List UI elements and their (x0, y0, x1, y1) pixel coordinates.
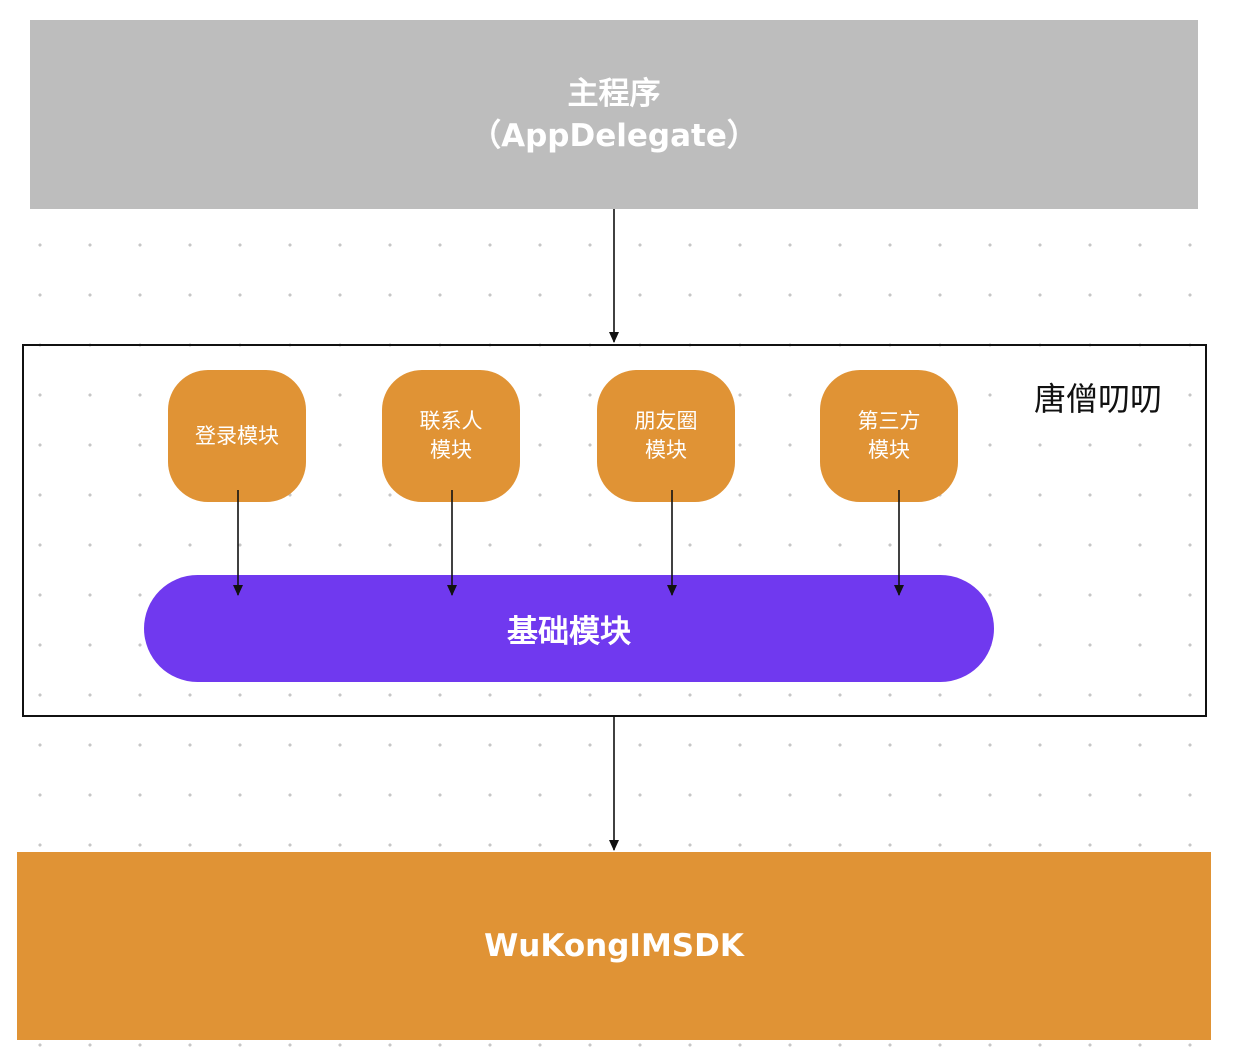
module-thirdparty: 第三方 模块 (820, 370, 958, 502)
module-contacts: 联系人 模块 (382, 370, 520, 502)
base-module: 基础模块 (144, 575, 994, 682)
main-program-title: 主程序 (567, 75, 661, 112)
module-moments-label-2: 模块 (645, 438, 687, 462)
module-moments: 朋友圈 模块 (597, 370, 735, 502)
module-contacts-label-2: 模块 (430, 438, 472, 462)
main-program-subtitle: （AppDelegate） (470, 117, 758, 154)
sdk-box: WuKongIMSDK (17, 852, 1211, 1040)
module-login-label: 登录模块 (195, 423, 279, 448)
app-container-label: 唐僧叨叨 (1034, 380, 1163, 418)
main-program-box: 主程序 （AppDelegate） (30, 20, 1198, 209)
app-container-frame (22, 344, 1207, 717)
module-login: 登录模块 (168, 370, 306, 502)
sdk-label: WuKongIMSDK (484, 928, 744, 964)
module-thirdparty-label-2: 模块 (868, 438, 910, 462)
base-module-label: 基础模块 (507, 614, 631, 650)
module-contacts-label-1: 联系人 (419, 409, 483, 433)
module-moments-label-1: 朋友圈 (634, 409, 698, 433)
module-thirdparty-label-1: 第三方 (857, 409, 921, 433)
